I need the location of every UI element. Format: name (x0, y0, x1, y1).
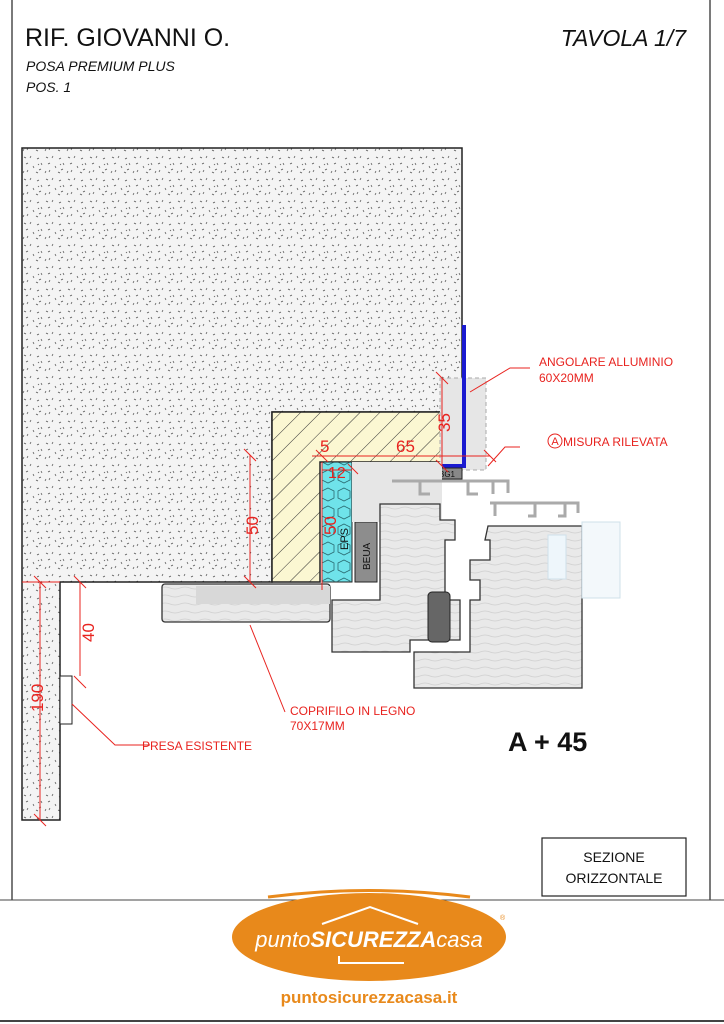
section-line2: ORIZZONTALE (566, 870, 663, 886)
brand-logo: puntoSICUREZZAcasa ® (232, 889, 506, 981)
bg1-label: BG1 (439, 470, 456, 479)
dim-65: 65 (396, 437, 415, 456)
drawing-title: RIF. GIOVANNI O. (25, 24, 230, 52)
label-angle: ANGOLARE ALLUMINIO (539, 355, 673, 369)
frame-gasket (427, 591, 451, 643)
aluminium-profile (392, 479, 580, 518)
dim-50-wall: 50 (243, 516, 262, 535)
dim-40: 40 (79, 623, 98, 642)
section-box (541, 837, 687, 897)
brand-bold: SICUREZZA (310, 927, 436, 952)
glazing-bead (547, 534, 567, 580)
dim-190: 190 (28, 684, 47, 712)
section-line1: SEZIONE (583, 849, 644, 865)
dim-12: 12 (328, 465, 346, 482)
label-trim: COPRIFILO IN LEGNO (290, 704, 415, 718)
svg-text:puntoSICUREZZAcasa: puntoSICUREZZAcasa (254, 927, 482, 952)
existing-socket (59, 675, 73, 725)
beua-label: BEUA (362, 542, 373, 570)
label-socket: PRESA ESISTENTE (142, 739, 252, 753)
brand-end: casa (436, 927, 482, 952)
label-trim-size: 70X17MM (290, 719, 345, 733)
drawing-subtitle: POSA PREMIUM PLUS (26, 58, 176, 74)
label-angle-size: 60X20MM (539, 371, 594, 385)
drawing-position: POS. 1 (26, 79, 71, 95)
brand-light: punto (254, 927, 310, 952)
trim-shadow (196, 586, 330, 604)
eps-label: EPS (339, 528, 351, 550)
measure-marker-circle (547, 433, 563, 449)
measure-marker: A (551, 436, 559, 448)
house-roof-icon (321, 905, 419, 925)
dim-50-eps: 50 (321, 516, 340, 535)
brand-url[interactable]: puntosicurezzacasa.it (281, 988, 458, 1007)
dim-5: 5 (320, 437, 329, 456)
dimension-lines (22, 367, 530, 827)
formula: A + 45 (508, 727, 587, 757)
dim-35: 35 (435, 413, 454, 432)
registered-mark: ® (500, 914, 506, 922)
sheet-number: TAVOLA 1/7 (561, 25, 687, 51)
glazing (581, 521, 621, 599)
window-sash (413, 525, 583, 689)
label-measure: MISURA RILEVATA (563, 435, 668, 449)
